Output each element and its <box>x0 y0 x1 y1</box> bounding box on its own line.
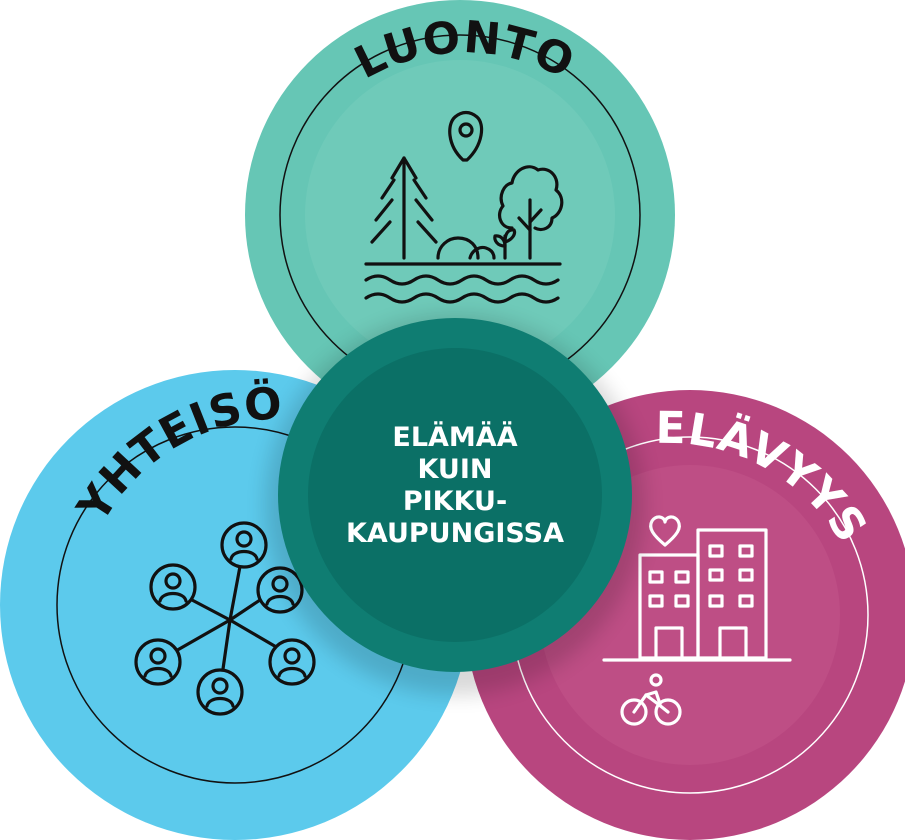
center-title-line-1: ELÄMÄÄ <box>392 421 517 453</box>
person-icon <box>220 521 268 569</box>
person-icon <box>134 638 182 686</box>
circle-luonto: LUONTO <box>245 0 675 430</box>
bicycle-icon <box>620 673 682 726</box>
circle-luonto-inner <box>305 60 615 370</box>
center-title-line-2: KUIN <box>417 454 492 485</box>
nature-landscape-icon <box>364 110 564 304</box>
center-circle: ELÄMÄÄ KUIN PIKKU- KAUPUNGISSA <box>265 315 645 695</box>
center-title-line-3: PIKKU- <box>403 486 507 517</box>
city-buildings-icon <box>602 515 792 726</box>
person-icon <box>149 563 197 611</box>
person-icon <box>196 668 244 716</box>
center-circle-inner <box>308 348 602 642</box>
person-icon <box>268 638 316 686</box>
center-title-line-4: KAUPUNGISSA <box>346 518 564 549</box>
